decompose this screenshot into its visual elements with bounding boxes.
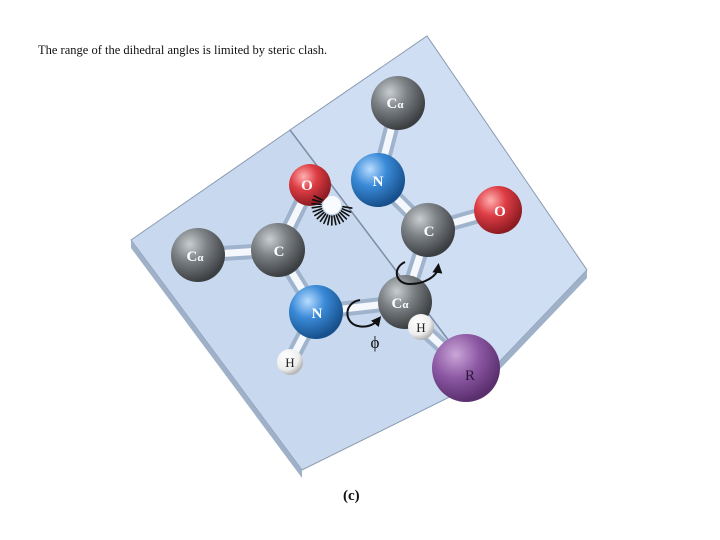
clash-ray: [311, 198, 323, 203]
atom-ca-center-label: C: [392, 296, 403, 312]
clash-ray: [342, 205, 353, 209]
clash-ray: [335, 214, 341, 225]
clash-ray: [323, 214, 329, 225]
phi-rotation-arrow: [346, 299, 382, 328]
panel-label: (c): [343, 488, 360, 504]
atom-n-bottom-label: N: [312, 306, 323, 322]
atom-h-left-label: H: [285, 355, 294, 370]
atom-c-right-label: C: [424, 224, 435, 240]
clash-ray: [319, 213, 327, 223]
atom-ca-left: Cα: [171, 228, 225, 282]
atom-h-left: H: [277, 349, 303, 375]
svg-text:Cα: Cα: [187, 249, 205, 265]
atom-h-right: H: [408, 314, 434, 340]
clash-ray: [341, 208, 352, 213]
psi-rotation-arrow: [395, 261, 443, 286]
atom-h-right-label: H: [416, 320, 425, 335]
clash-ray: [311, 205, 322, 209]
atom-ca-top-sub: α: [397, 99, 404, 111]
atom-c-left: C: [251, 223, 305, 277]
atom-o-left-label: O: [301, 178, 313, 194]
atom-n-bottom: N: [289, 285, 343, 339]
svg-text:Cα: Cα: [387, 96, 405, 112]
atom-n-top: N: [351, 153, 405, 207]
clash-ray: [337, 213, 345, 223]
clash-ray: [339, 211, 348, 220]
atom-ca-top-label: C: [387, 96, 398, 112]
clash-ray: [340, 210, 350, 217]
clash-ray: [311, 202, 322, 206]
svg-text:Cα: Cα: [392, 296, 410, 312]
atom-n-top-label: N: [373, 174, 384, 190]
atom-ca-center-sub: α: [402, 299, 409, 311]
atom-o-left: O: [289, 164, 331, 206]
atom-c-right: C: [401, 203, 455, 257]
caption: The range of the dihedral angles is limi…: [38, 43, 328, 57]
clash-ray: [333, 215, 337, 226]
atom-ca-top: Cα: [371, 76, 425, 130]
atom-r-label: R: [465, 368, 475, 384]
clash-ray: [312, 207, 323, 213]
clash-ray: [326, 215, 331, 226]
atom-ca-left-sub: α: [197, 252, 204, 264]
atom-r-group: R: [432, 334, 500, 402]
atom-o-right: O: [474, 186, 522, 234]
atom-o-right-label: O: [494, 204, 506, 220]
clash-ray: [316, 211, 325, 220]
steric-clash-highlight: [323, 196, 341, 214]
phi-label: ϕ: [371, 333, 380, 352]
clash-ray: [314, 209, 324, 217]
clash-ray: [313, 195, 324, 201]
atom-ca-left-label: C: [187, 249, 198, 265]
steric-clash-burst: [311, 195, 353, 226]
atom-c-left-label: C: [274, 244, 285, 260]
